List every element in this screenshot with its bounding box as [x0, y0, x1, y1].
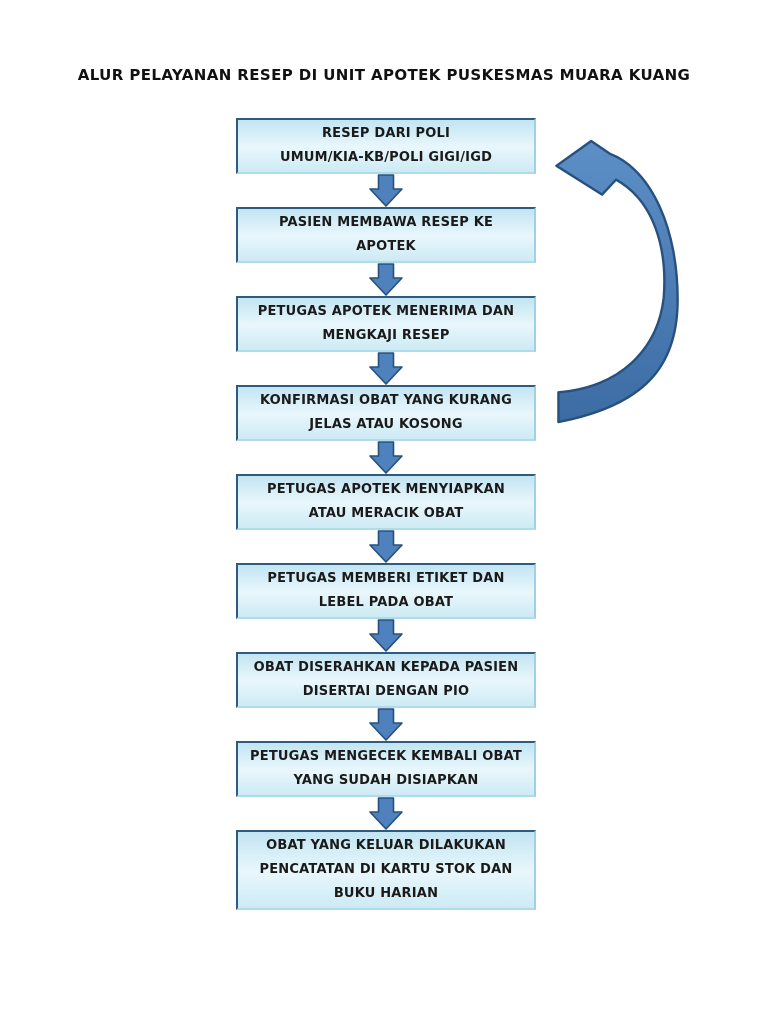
flow-step-text: JELAS ATAU KOSONG	[309, 417, 463, 432]
flow-step-text: PETUGAS APOTEK MENYIAPKAN	[267, 482, 505, 497]
flow-step-text: UMUM/KIA-KB/POLI GIGI/IGD	[279, 150, 493, 165]
flow-step-petugas-menerima-mengkaji: PETUGAS APOTEK MENERIMA DAN MENGKAJI RES…	[236, 296, 536, 352]
flowchart: RESEP DARI POLI UMUM/KIA-KB/POLI GIGI/IG…	[236, 118, 536, 910]
page-title: ALUR PELAYANAN RESEP DI UNIT APOTEK PUSK…	[77, 66, 691, 84]
flow-down-arrow-icon	[236, 174, 536, 207]
flow-step-text: LEBEL PADA OBAT	[318, 595, 454, 610]
flow-step-text: MENGKAJI RESEP	[322, 328, 450, 343]
flow-step-text: BUKU HARIAN	[333, 886, 439, 901]
flow-step-mengecek-kembali: PETUGAS MENGECEK KEMBALI OBAT YANG SUDAH…	[236, 741, 536, 797]
flow-step-pencatatan-kartu-stok: OBAT YANG KELUAR DILAKUKAN PENCATATAN DI…	[236, 830, 536, 910]
flow-step-text: PENCATATAN DI KARTU STOK DAN	[259, 862, 513, 877]
flow-step-memberi-etiket: PETUGAS MEMBERI ETIKET DAN LEBEL PADA OB…	[236, 563, 536, 619]
flow-step-text: PETUGAS MEMBERI ETIKET DAN	[267, 571, 505, 586]
flow-step-text: OBAT DISERAHKAN KEPADA PASIEN	[253, 660, 519, 675]
flow-step-konfirmasi-obat: KONFIRMASI OBAT YANG KURANG JELAS ATAU K…	[236, 385, 536, 441]
flow-down-arrow-icon	[236, 352, 536, 385]
flow-step-obat-diserahkan: OBAT DISERAHKAN KEPADA PASIEN DISERTAI D…	[236, 652, 536, 708]
flow-step-menyiapkan-meracik: PETUGAS APOTEK MENYIAPKAN ATAU MERACIK O…	[236, 474, 536, 530]
flow-step-pasien-membawa-resep: PASIEN MEMBAWA RESEP KE APOTEK	[236, 207, 536, 263]
flow-step-text: RESEP DARI POLI	[321, 126, 451, 141]
flow-step-text: APOTEK	[356, 239, 416, 254]
flow-down-arrow-icon	[236, 530, 536, 563]
flow-down-arrow-icon	[236, 441, 536, 474]
flow-step-text: DISERTAI DENGAN PIO	[302, 684, 470, 699]
flow-step-text: YANG SUDAH DISIAPKAN	[293, 773, 479, 788]
flow-down-arrow-icon	[236, 797, 536, 830]
flow-step-text: PETUGAS APOTEK MENERIMA DAN	[257, 304, 515, 319]
flow-step-text: KONFIRMASI OBAT YANG KURANG	[259, 393, 512, 408]
flow-step-text: OBAT YANG KELUAR DILAKUKAN	[266, 838, 506, 853]
flow-step-resep-dari-poli: RESEP DARI POLI UMUM/KIA-KB/POLI GIGI/IG…	[236, 118, 536, 174]
flow-down-arrow-icon	[236, 619, 536, 652]
flow-down-arrow-icon	[236, 263, 536, 296]
flow-step-text: PETUGAS MENGECEK KEMBALI OBAT	[250, 749, 522, 764]
flow-step-text: PASIEN MEMBAWA RESEP KE	[278, 215, 494, 230]
loop-back-curved-arrow-icon	[554, 139, 684, 429]
flow-down-arrow-icon	[236, 708, 536, 741]
flow-step-text: ATAU MERACIK OBAT	[308, 506, 464, 521]
